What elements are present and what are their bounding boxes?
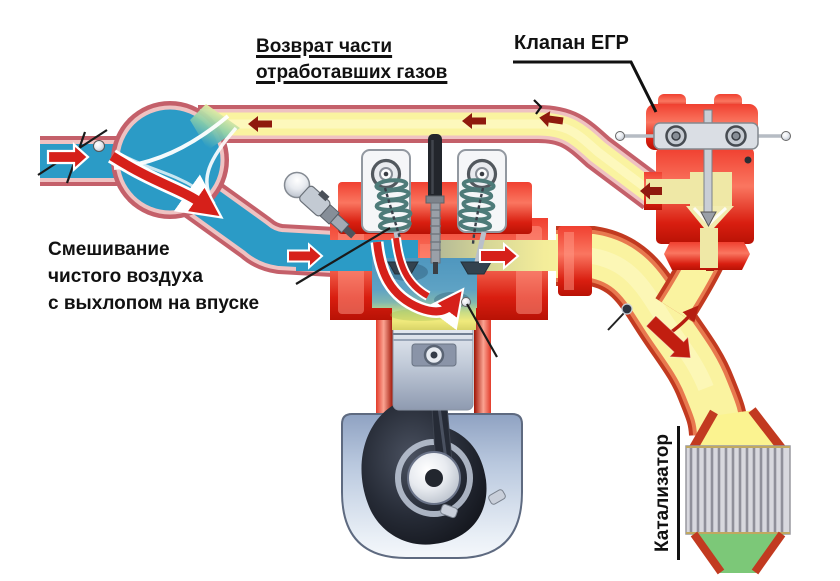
exhaust-pipe bbox=[556, 226, 749, 437]
label-egr-valve: Клапан ЕГР bbox=[514, 32, 629, 54]
spark-plug bbox=[425, 134, 445, 274]
cylinder-wall-left bbox=[376, 300, 393, 416]
intake-air-duct bbox=[37, 101, 354, 278]
cylinder-wall-right bbox=[474, 300, 491, 416]
fuel-injector bbox=[283, 171, 356, 239]
pipe-clip-mark bbox=[533, 99, 543, 115]
piston bbox=[392, 322, 474, 411]
egr-return-pipe bbox=[198, 105, 666, 210]
engine bbox=[283, 134, 592, 559]
pointer-line-chamber bbox=[466, 303, 498, 358]
exhaust-port-arrow bbox=[479, 241, 520, 271]
label-egr-return: Возврат части отработавших газов bbox=[256, 36, 448, 83]
pointer-line-injector bbox=[295, 227, 391, 285]
label-mixing: Смешивание чистого воздуха с выхлопом на… bbox=[48, 239, 260, 314]
exhaust-to-catalyst-arrow bbox=[645, 315, 692, 359]
egr-valve-outlet-arrow bbox=[640, 182, 662, 200]
diaphragm-assembly bbox=[615, 122, 791, 150]
vent-hole bbox=[744, 156, 752, 164]
exhaust-flange bbox=[558, 226, 592, 296]
valve-spring-left bbox=[374, 178, 413, 232]
catalyst bbox=[685, 407, 791, 575]
egr-valve bbox=[615, 94, 791, 270]
label-catalyst: Катализатор bbox=[652, 426, 680, 560]
clean-air-inlet-arrow bbox=[46, 142, 90, 172]
egr-return-pipe-arrows bbox=[248, 111, 564, 132]
mixing-swirl-arrow bbox=[107, 149, 224, 219]
combustion-swirl-arrow bbox=[370, 237, 465, 331]
oxygen-sensor-dot bbox=[607, 303, 633, 331]
egr-label-leader-line bbox=[513, 60, 658, 113]
intake-port-arrow bbox=[287, 242, 324, 270]
